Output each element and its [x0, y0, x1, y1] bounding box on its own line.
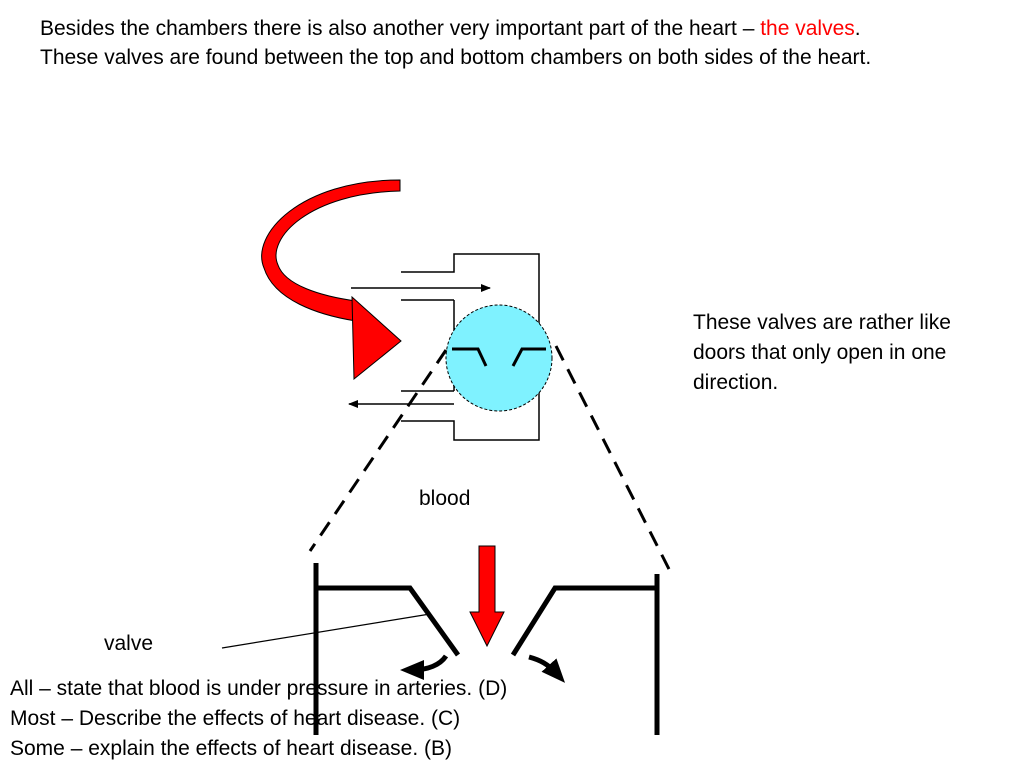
valve-pointer-line — [221, 613, 431, 649]
small-valve-flaps — [452, 347, 546, 367]
blood-flow-arrow — [469, 545, 505, 648]
enlarged-valve — [313, 563, 660, 735]
small-valve-flap-right — [511, 347, 546, 367]
curved-flow-arrow — [261, 179, 402, 381]
intro-text-start: Besides the chambers there is also anoth… — [40, 17, 761, 40]
intro-text-end: . These valves are found between the top… — [40, 17, 872, 69]
side-note: These valves are rather like doors that … — [693, 311, 951, 394]
small-valve-flap-left — [452, 347, 488, 367]
objective-most: Most – Describe the effects of heart dis… — [10, 707, 461, 730]
valve-zoom-circle — [445, 304, 553, 412]
zoom-line-right — [554, 345, 675, 578]
blood-label: blood — [419, 487, 471, 510]
objective-all: All – state that blood is under pressure… — [10, 677, 508, 700]
valve-flap-left — [316, 585, 461, 657]
curved-arrow-body — [261, 179, 401, 322]
curved-arrow-out-right — [528, 654, 566, 683]
learning-objectives: All – state that blood is under pressure… — [10, 674, 507, 764]
curved-arrow-head — [351, 295, 402, 381]
intro-highlight-the-valves: the valves — [760, 17, 855, 40]
valve-flap-right — [510, 585, 657, 657]
curved-arrow-out-left — [400, 654, 449, 680]
objective-some: Some – explain the effects of heart dise… — [10, 737, 453, 760]
valve-label: valve — [104, 632, 154, 655]
zoom-line-left — [308, 349, 448, 552]
intro-paragraph: Besides the chambers there is also anoth… — [40, 14, 880, 72]
